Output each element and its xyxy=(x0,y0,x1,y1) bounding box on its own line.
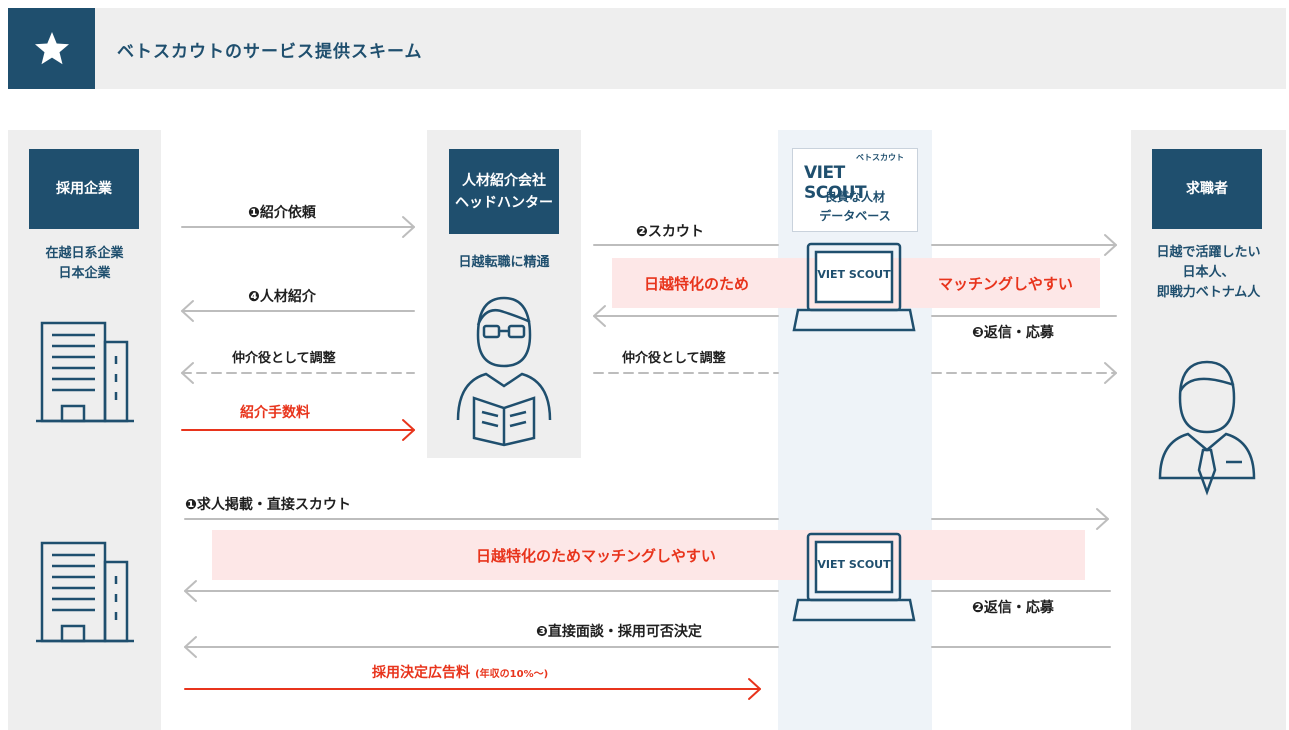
arrow-mediate-right-head xyxy=(1104,362,1117,384)
building-icon xyxy=(36,321,134,423)
arrow-post xyxy=(184,508,1109,530)
label-fee: 紹介手数料 xyxy=(240,405,310,421)
agency-label: 人材紹介会社 ヘッドハンター xyxy=(449,149,559,234)
seeker-sub: 日越で活躍したい 日本人、 即戦力ベトナム人 xyxy=(1156,245,1261,300)
band-top-right-text: マッチングしやすい xyxy=(938,275,1073,293)
label-interview: ❸直接面談・採用可否決定 xyxy=(536,624,702,640)
job-seeker-icon xyxy=(1158,360,1256,496)
label-scout: ❷スカウト xyxy=(636,224,704,240)
label-ad-fee: 採用決定広告料 (年収の10%〜) xyxy=(372,662,548,682)
header-icon-box xyxy=(8,8,95,89)
label-mediate-left: 仲介役として調整 xyxy=(232,351,336,366)
arrow-mediate-left-head xyxy=(181,362,194,384)
seeker-label: 求職者 xyxy=(1152,149,1262,229)
header-bar xyxy=(8,8,1286,89)
ad-fee-note: (年収の10%〜) xyxy=(475,669,549,680)
arrow-ad-fee xyxy=(184,678,761,700)
label-direct-reply: ❷返信・応募 xyxy=(972,600,1054,616)
label-mediate-right: 仲介役として調整 xyxy=(622,351,726,366)
logo-text: VIET SCOUT xyxy=(804,163,867,203)
arrow-introduce xyxy=(181,300,415,322)
arrow-fee xyxy=(181,419,415,441)
vietscout-sub: 良質な人材 データベース xyxy=(819,190,891,223)
laptop-icon xyxy=(792,532,916,622)
seeker-column xyxy=(1131,130,1286,730)
laptop-screen-logo-top: VIET SCOUT xyxy=(817,268,891,281)
arrow-scout xyxy=(593,234,1117,256)
ad-fee-main: 採用決定広告料 xyxy=(372,665,470,681)
company-sub: 在越日系企業 日本企業 xyxy=(45,246,124,281)
star-icon xyxy=(34,31,69,64)
label-post: ❶求人掲載・直接スカウト xyxy=(185,497,351,513)
arrow-interview xyxy=(184,636,1111,658)
vietscout-logo-box xyxy=(792,148,918,232)
band-top-left-text: 日越特化のため xyxy=(644,275,750,293)
logo-kana: ベトスカウト xyxy=(856,153,904,162)
label-reply: ❸返信・応募 xyxy=(972,325,1054,341)
company-label: 採用企業 xyxy=(29,149,139,229)
arrow-reply xyxy=(593,305,1117,327)
matching-band-bottom xyxy=(212,530,1085,580)
page-title: ベトスカウトのサービス提供スキーム xyxy=(117,42,423,62)
band-bottom-text: 日越特化のためマッチングしやすい xyxy=(476,547,716,565)
headhunter-icon xyxy=(456,296,552,447)
arrow-direct-reply xyxy=(184,580,1111,602)
arrow-request xyxy=(181,216,415,238)
building-icon xyxy=(36,541,134,643)
laptop-screen-logo-bottom: VIET SCOUT xyxy=(817,558,891,571)
label-request: ❶紹介依頼 xyxy=(248,205,316,221)
vietscout-logo: ベトスカウト VIET SCOUT xyxy=(800,152,910,203)
laptop-icon xyxy=(792,242,916,332)
label-introduce: ❹人材紹介 xyxy=(248,289,316,305)
agency-sub: 日越転職に精通 xyxy=(458,255,550,270)
